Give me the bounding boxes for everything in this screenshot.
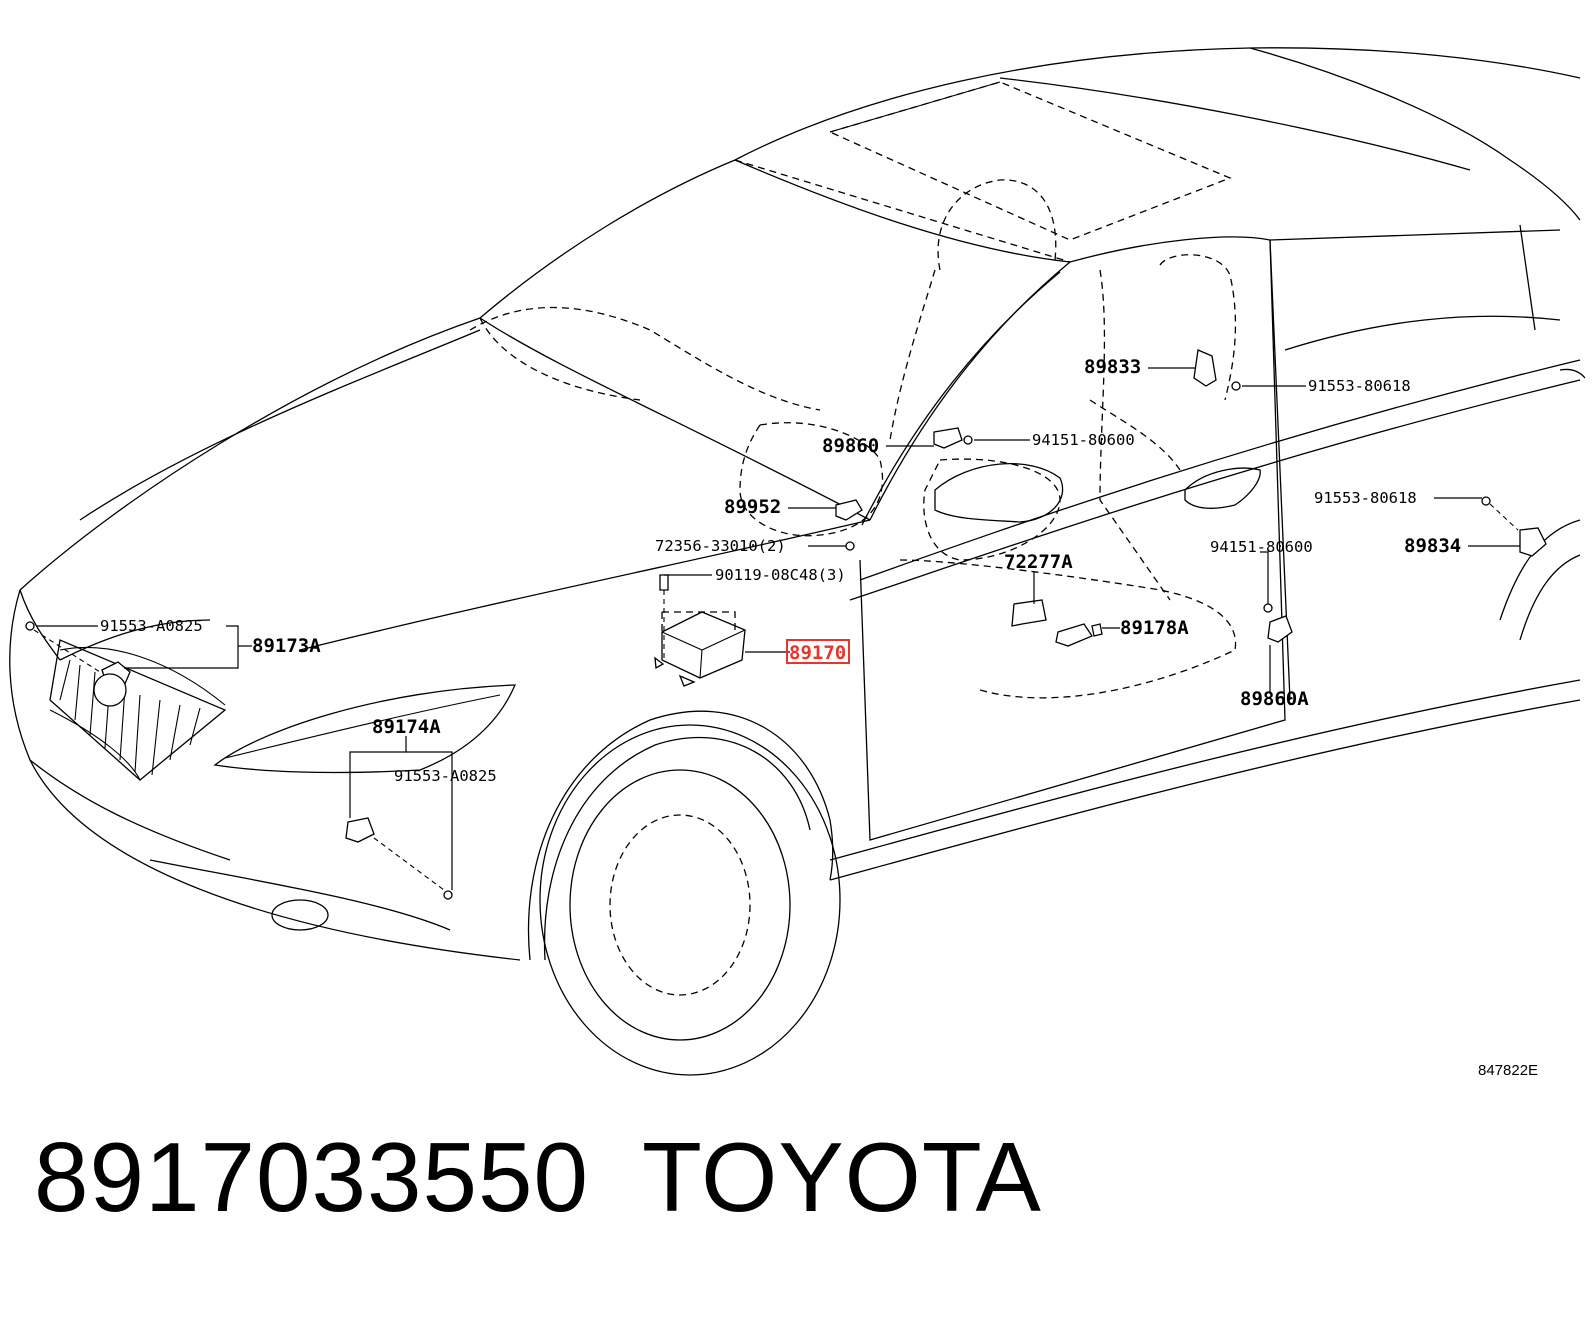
- callout-90119-08c48: 90119-08C48(3): [715, 566, 846, 584]
- part-number-caption: 8917033550: [34, 1122, 590, 1232]
- callout-89833: 89833: [1084, 356, 1141, 378]
- sensor-89174a: [345, 817, 453, 900]
- callout-89178a: 89178A: [1120, 617, 1189, 639]
- callout-89170-highlighted: 89170: [789, 642, 846, 664]
- callout-72277a: 72277A: [1004, 551, 1073, 573]
- callout-89860: 89860: [822, 435, 879, 457]
- callout-91553-a0825-lower: 91553-A0825: [394, 767, 497, 785]
- callout-89834: 89834: [1404, 535, 1461, 557]
- callout-labels: 89833 91553-80618 89860 94151-80600 8995…: [100, 356, 1461, 785]
- sensor-89833: [1193, 349, 1241, 391]
- callout-89952: 89952: [724, 496, 781, 518]
- bracket-72277a: [1011, 599, 1047, 627]
- callout-91553-80618-lower: 91553-80618: [1314, 489, 1417, 507]
- sensor-89173a: [25, 621, 131, 707]
- sensor-89860a: [1263, 603, 1293, 643]
- leader-lines: [36, 367, 1520, 890]
- callout-89860a: 89860A: [1240, 688, 1309, 710]
- callout-72356-33010: 72356-33010(2): [655, 537, 786, 555]
- callout-91553-a0825-upper: 91553-A0825: [100, 617, 203, 635]
- airbag-module-89170: [654, 574, 746, 687]
- callout-94151-80600-lower: 94151-80600: [1210, 538, 1313, 556]
- sensor-89860: [933, 427, 973, 449]
- callout-89174a: 89174A: [372, 716, 441, 738]
- sensor-89178a: [1055, 623, 1103, 647]
- callout-91553-80618-upper: 91553-80618: [1308, 377, 1411, 395]
- callout-94151-80600-upper: 94151-80600: [1032, 431, 1135, 449]
- parts: [25, 349, 1547, 900]
- reference-code: 847822E: [1478, 1062, 1538, 1079]
- car-outline: [9, 47, 1586, 1076]
- callout-89173a: 89173A: [252, 635, 321, 657]
- brand-caption: TOYOTA: [642, 1122, 1042, 1232]
- sensor-89834: [1481, 496, 1547, 557]
- highlight-box-89170: [786, 639, 850, 664]
